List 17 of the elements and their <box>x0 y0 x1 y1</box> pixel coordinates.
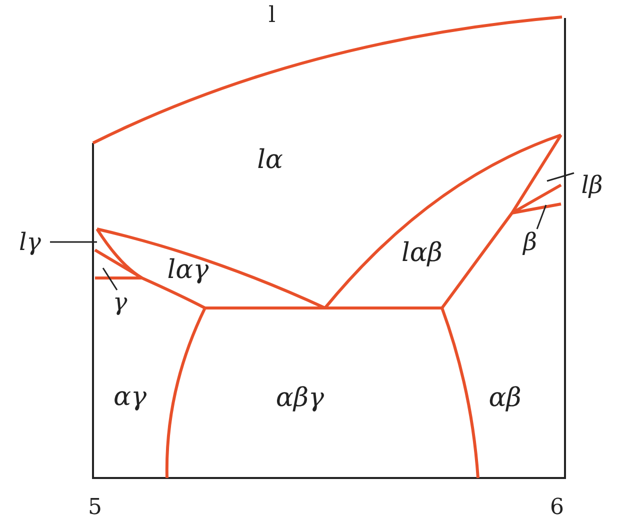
phase-region-label: lα <box>257 147 283 173</box>
phase-region-label: lαβ <box>402 240 442 266</box>
phase-label: lγ <box>18 230 42 254</box>
leader-line <box>546 172 574 182</box>
axis-label: 6 <box>550 497 564 519</box>
axis-label: l <box>268 5 276 27</box>
leader-line <box>50 241 97 243</box>
leader-line <box>536 204 547 230</box>
phase-region-label: αβγ <box>276 385 324 411</box>
phase-region-label: αβ <box>488 385 522 411</box>
phase-region-label: lαγ <box>167 257 209 283</box>
phase-label: lβ <box>581 173 603 197</box>
phase-label: γ <box>112 290 128 314</box>
phase-region-label: αγ <box>113 384 147 410</box>
leader-line <box>102 268 118 290</box>
axis-label: 5 <box>88 497 102 519</box>
phase-label: β <box>523 230 537 254</box>
